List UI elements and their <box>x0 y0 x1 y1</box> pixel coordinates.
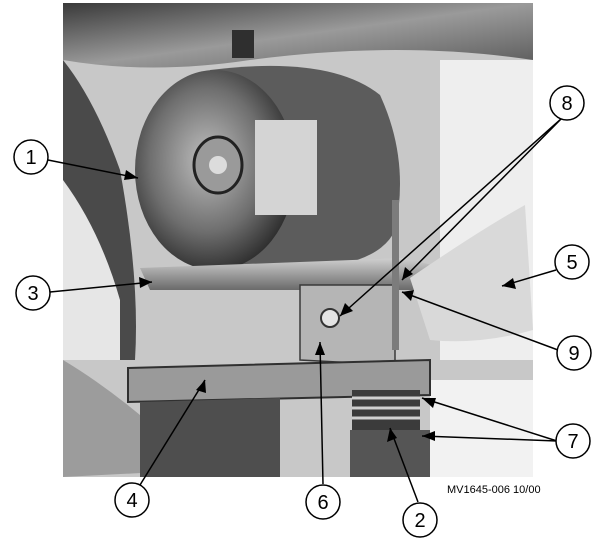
arrowhead-7b <box>422 431 435 441</box>
arrowhead-8b <box>402 267 413 280</box>
callout-3: 3 <box>15 275 51 311</box>
arrowhead-9 <box>402 290 414 301</box>
photo-top-bolt <box>232 30 254 58</box>
leader-7a <box>421 397 558 442</box>
callout-9-label: 9 <box>568 343 579 365</box>
arrowhead-5 <box>502 278 516 289</box>
leader-8a <box>339 117 563 317</box>
callout-5-label: 5 <box>566 252 577 274</box>
arrowhead-4 <box>196 380 206 393</box>
callout-1: 1 <box>13 139 49 175</box>
callout-5: 5 <box>554 244 590 280</box>
leader-7b <box>421 435 558 442</box>
leader-2 <box>389 427 419 503</box>
callouts: 1 2 3 4 5 6 7 8 <box>13 85 592 538</box>
photo-spring <box>352 390 420 430</box>
callout-7: 7 <box>555 423 591 459</box>
arrowheads <box>124 170 516 442</box>
leader-6 <box>319 341 324 485</box>
callout-8: 8 <box>549 85 585 121</box>
callout-1-label: 1 <box>25 147 36 169</box>
callout-8-label: 8 <box>561 93 572 115</box>
leader-1 <box>47 159 139 179</box>
photo-mount-plate <box>140 258 470 290</box>
callout-4-label: 4 <box>126 490 137 512</box>
leader-8b <box>401 117 563 281</box>
leader-4 <box>139 379 206 486</box>
arrowhead-8a <box>340 303 353 316</box>
callout-7-label: 7 <box>567 431 578 453</box>
callout-9: 9 <box>556 335 592 371</box>
arrowhead-1 <box>124 170 138 180</box>
callout-2: 2 <box>402 502 438 538</box>
photo-bracket-bolt <box>320 308 340 328</box>
callout-4: 4 <box>114 482 150 518</box>
callout-6: 6 <box>305 484 341 520</box>
photo-motor-shaft <box>209 156 227 174</box>
photo-housing-top <box>63 3 533 68</box>
photo-housing-left-inner <box>63 180 120 360</box>
figure-code: MV1645-006 10/00 <box>447 484 541 496</box>
leader-9 <box>401 291 559 351</box>
leader-lines <box>47 117 563 503</box>
photo-base-channel-shadow <box>140 398 280 477</box>
callout-3-label: 3 <box>27 283 38 305</box>
photo-motor-junction-box <box>255 120 317 215</box>
arrowhead-6 <box>315 342 325 355</box>
arrowhead-2 <box>387 428 397 442</box>
callout-6-label: 6 <box>317 492 328 514</box>
leader-3 <box>49 281 153 293</box>
arrowhead-7a <box>422 398 436 408</box>
photo-adjuster-rod <box>392 200 399 350</box>
callout-2-label: 2 <box>414 510 425 532</box>
arrowhead-3 <box>139 277 152 288</box>
photo <box>63 3 533 477</box>
photo-bracket <box>299 284 396 366</box>
